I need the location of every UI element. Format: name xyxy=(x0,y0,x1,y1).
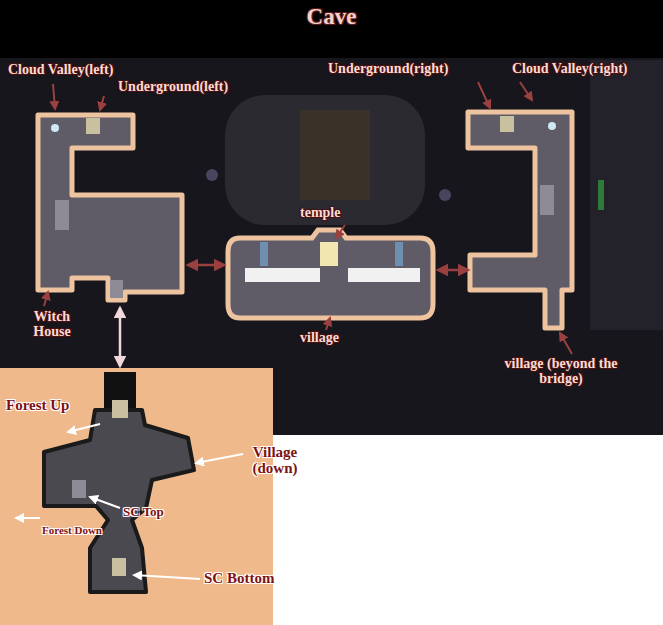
pillar xyxy=(395,242,403,266)
stairs xyxy=(540,185,554,215)
screenshot-wall xyxy=(590,60,663,330)
place-label: Village (down) xyxy=(240,445,310,477)
place-label: village (beyond the bridge) xyxy=(486,357,636,386)
map-title: Cave xyxy=(0,4,663,30)
bridge xyxy=(348,268,420,282)
place-label: Underground(right) xyxy=(328,62,448,77)
stairs xyxy=(72,480,86,498)
screenshot-wall xyxy=(225,95,425,225)
place-label: Cloud Valley(left) xyxy=(8,63,113,78)
leader-arrow xyxy=(336,225,345,238)
temple-door xyxy=(320,242,338,266)
room-link xyxy=(188,264,224,267)
leader-arrow xyxy=(16,517,40,519)
leader-arrow xyxy=(196,454,243,463)
leader-arrow xyxy=(478,82,490,108)
place-label: village xyxy=(300,331,339,346)
leader-arrow xyxy=(44,292,48,306)
inset-panel xyxy=(0,368,273,625)
place-label: Forest Up xyxy=(6,398,69,414)
place-label: SC Bottom xyxy=(204,571,274,587)
place-label: SC Top xyxy=(123,505,164,519)
cave-room xyxy=(468,112,572,328)
room-link xyxy=(438,269,468,272)
leader-arrow xyxy=(520,82,532,100)
leader-arrow xyxy=(134,575,200,579)
leader-arrow xyxy=(326,318,330,330)
place-label: Cloud Valley(right) xyxy=(512,62,628,77)
leader-arrow xyxy=(560,333,572,354)
place-label: temple xyxy=(300,206,340,221)
leader-arrow xyxy=(68,424,100,432)
leader-arrow xyxy=(100,96,104,110)
bridge xyxy=(245,268,320,282)
cave-room xyxy=(38,115,182,300)
place-label: Forest Down xyxy=(42,525,102,537)
cave-room xyxy=(228,230,433,318)
screenshot-detail xyxy=(439,189,451,201)
door xyxy=(112,400,128,418)
place-label: Witch House xyxy=(22,310,82,339)
stairs xyxy=(110,280,123,298)
room-link xyxy=(119,308,122,366)
door xyxy=(112,558,126,576)
screenshot-detail xyxy=(206,169,218,181)
leader-arrow xyxy=(53,84,55,109)
stairs xyxy=(55,200,69,230)
leader-arrow xyxy=(90,497,120,508)
cave-room xyxy=(44,410,194,592)
screenshot-door xyxy=(300,110,370,200)
place-label: Underground(left) xyxy=(118,80,228,95)
door xyxy=(86,118,100,134)
portal xyxy=(51,124,59,132)
portal xyxy=(548,122,556,130)
door xyxy=(500,116,514,132)
screenshot-detail xyxy=(598,180,604,210)
pillar xyxy=(260,242,268,266)
